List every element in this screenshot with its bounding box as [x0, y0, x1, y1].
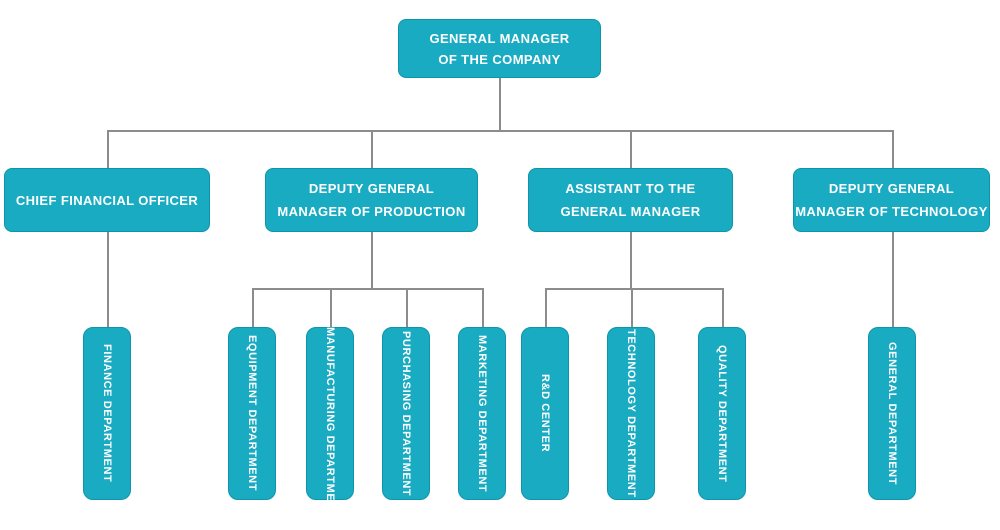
node-label: DEPUTY GENERAL — [308, 181, 435, 196]
node-label: OF THE COMPANY — [438, 51, 561, 67]
node-finance-department: FINANCE DEPARTMENT — [83, 327, 131, 500]
connector-production-stem — [371, 232, 373, 289]
node-label: GENERAL MANAGER — [560, 204, 701, 219]
node-assistant-to-general-manager: ASSISTANT TO THE GENERAL MANAGER — [528, 168, 733, 232]
connector-cfo-to-finance — [107, 232, 109, 327]
node-general-department: GENERAL DEPARTMENT — [868, 327, 916, 500]
connector-drop-dgm-production — [371, 130, 373, 169]
node-purchasing-department: PURCHASING DEPARTMENT — [382, 327, 430, 500]
node-chief-financial-officer: CHIEF FINANCIAL OFFICER — [4, 168, 210, 232]
connector-drop-quality — [722, 288, 724, 328]
node-label: ASSISTANT TO THE — [565, 181, 696, 196]
node-label: DEPUTY GENERAL — [828, 181, 955, 196]
connector-level2-rail — [107, 130, 893, 132]
node-rd-center: R&D CENTER — [521, 327, 569, 500]
connector-assistant-stem — [630, 232, 632, 289]
node-quality-department: QUALITY DEPARTMENT — [698, 327, 746, 500]
node-equipment-department: EQUIPMENT DEPARTMENT — [228, 327, 276, 500]
node-label: FINANCE DEPARTMENT — [101, 344, 113, 483]
node-label: MARKETING DEPARTMENT — [476, 334, 488, 493]
node-label: MANAGER OF PRODUCTION — [277, 204, 466, 219]
node-technology-department: TECHNOLOGY DEPARTMENT — [607, 327, 655, 500]
node-marketing-department: MARKETING DEPARTMENT — [458, 327, 506, 500]
node-label: GENERAL MANAGER — [429, 30, 570, 46]
connector-drop-rd-center — [545, 288, 547, 328]
connector-drop-equipment — [252, 288, 254, 328]
node-label: GENERAL DEPARTMENT — [886, 341, 898, 485]
connector-drop-cfo — [107, 130, 109, 169]
node-deputy-general-manager-production: DEPUTY GENERAL MANAGER OF PRODUCTION — [265, 168, 478, 232]
connector-production-rail — [252, 288, 483, 290]
connector-drop-marketing — [482, 288, 484, 328]
connector-dgm-technology-to-general — [892, 232, 894, 327]
connector-drop-assistant — [630, 130, 632, 169]
node-label: QUALITY DEPARTMENT — [716, 344, 728, 483]
connector-drop-technology — [631, 288, 633, 328]
node-label: MANAGER OF TECHNOLOGY — [795, 204, 988, 219]
node-label: MANUFACTURING DEPARTMENT — [324, 327, 336, 518]
connector-root-stem — [499, 78, 501, 131]
connector-drop-dgm-technology — [892, 130, 894, 169]
node-deputy-general-manager-technology: DEPUTY GENERAL MANAGER OF TECHNOLOGY — [793, 168, 990, 232]
node-label: CHIEF FINANCIAL OFFICER — [15, 192, 199, 208]
connector-assistant-rail — [545, 288, 723, 290]
node-label: PURCHASING DEPARTMENT — [400, 330, 412, 497]
node-label: EQUIPMENT DEPARTMENT — [246, 335, 258, 492]
node-label: R&D CENTER — [539, 374, 551, 453]
connector-drop-purchasing — [406, 288, 408, 328]
node-manufacturing-department: MANUFACTURING DEPARTMENT — [306, 327, 354, 518]
node-general-manager: GENERAL MANAGER OF THE COMPANY — [398, 19, 601, 78]
node-label: TECHNOLOGY DEPARTMENT — [625, 329, 637, 498]
connector-drop-manufacturing — [330, 288, 332, 328]
